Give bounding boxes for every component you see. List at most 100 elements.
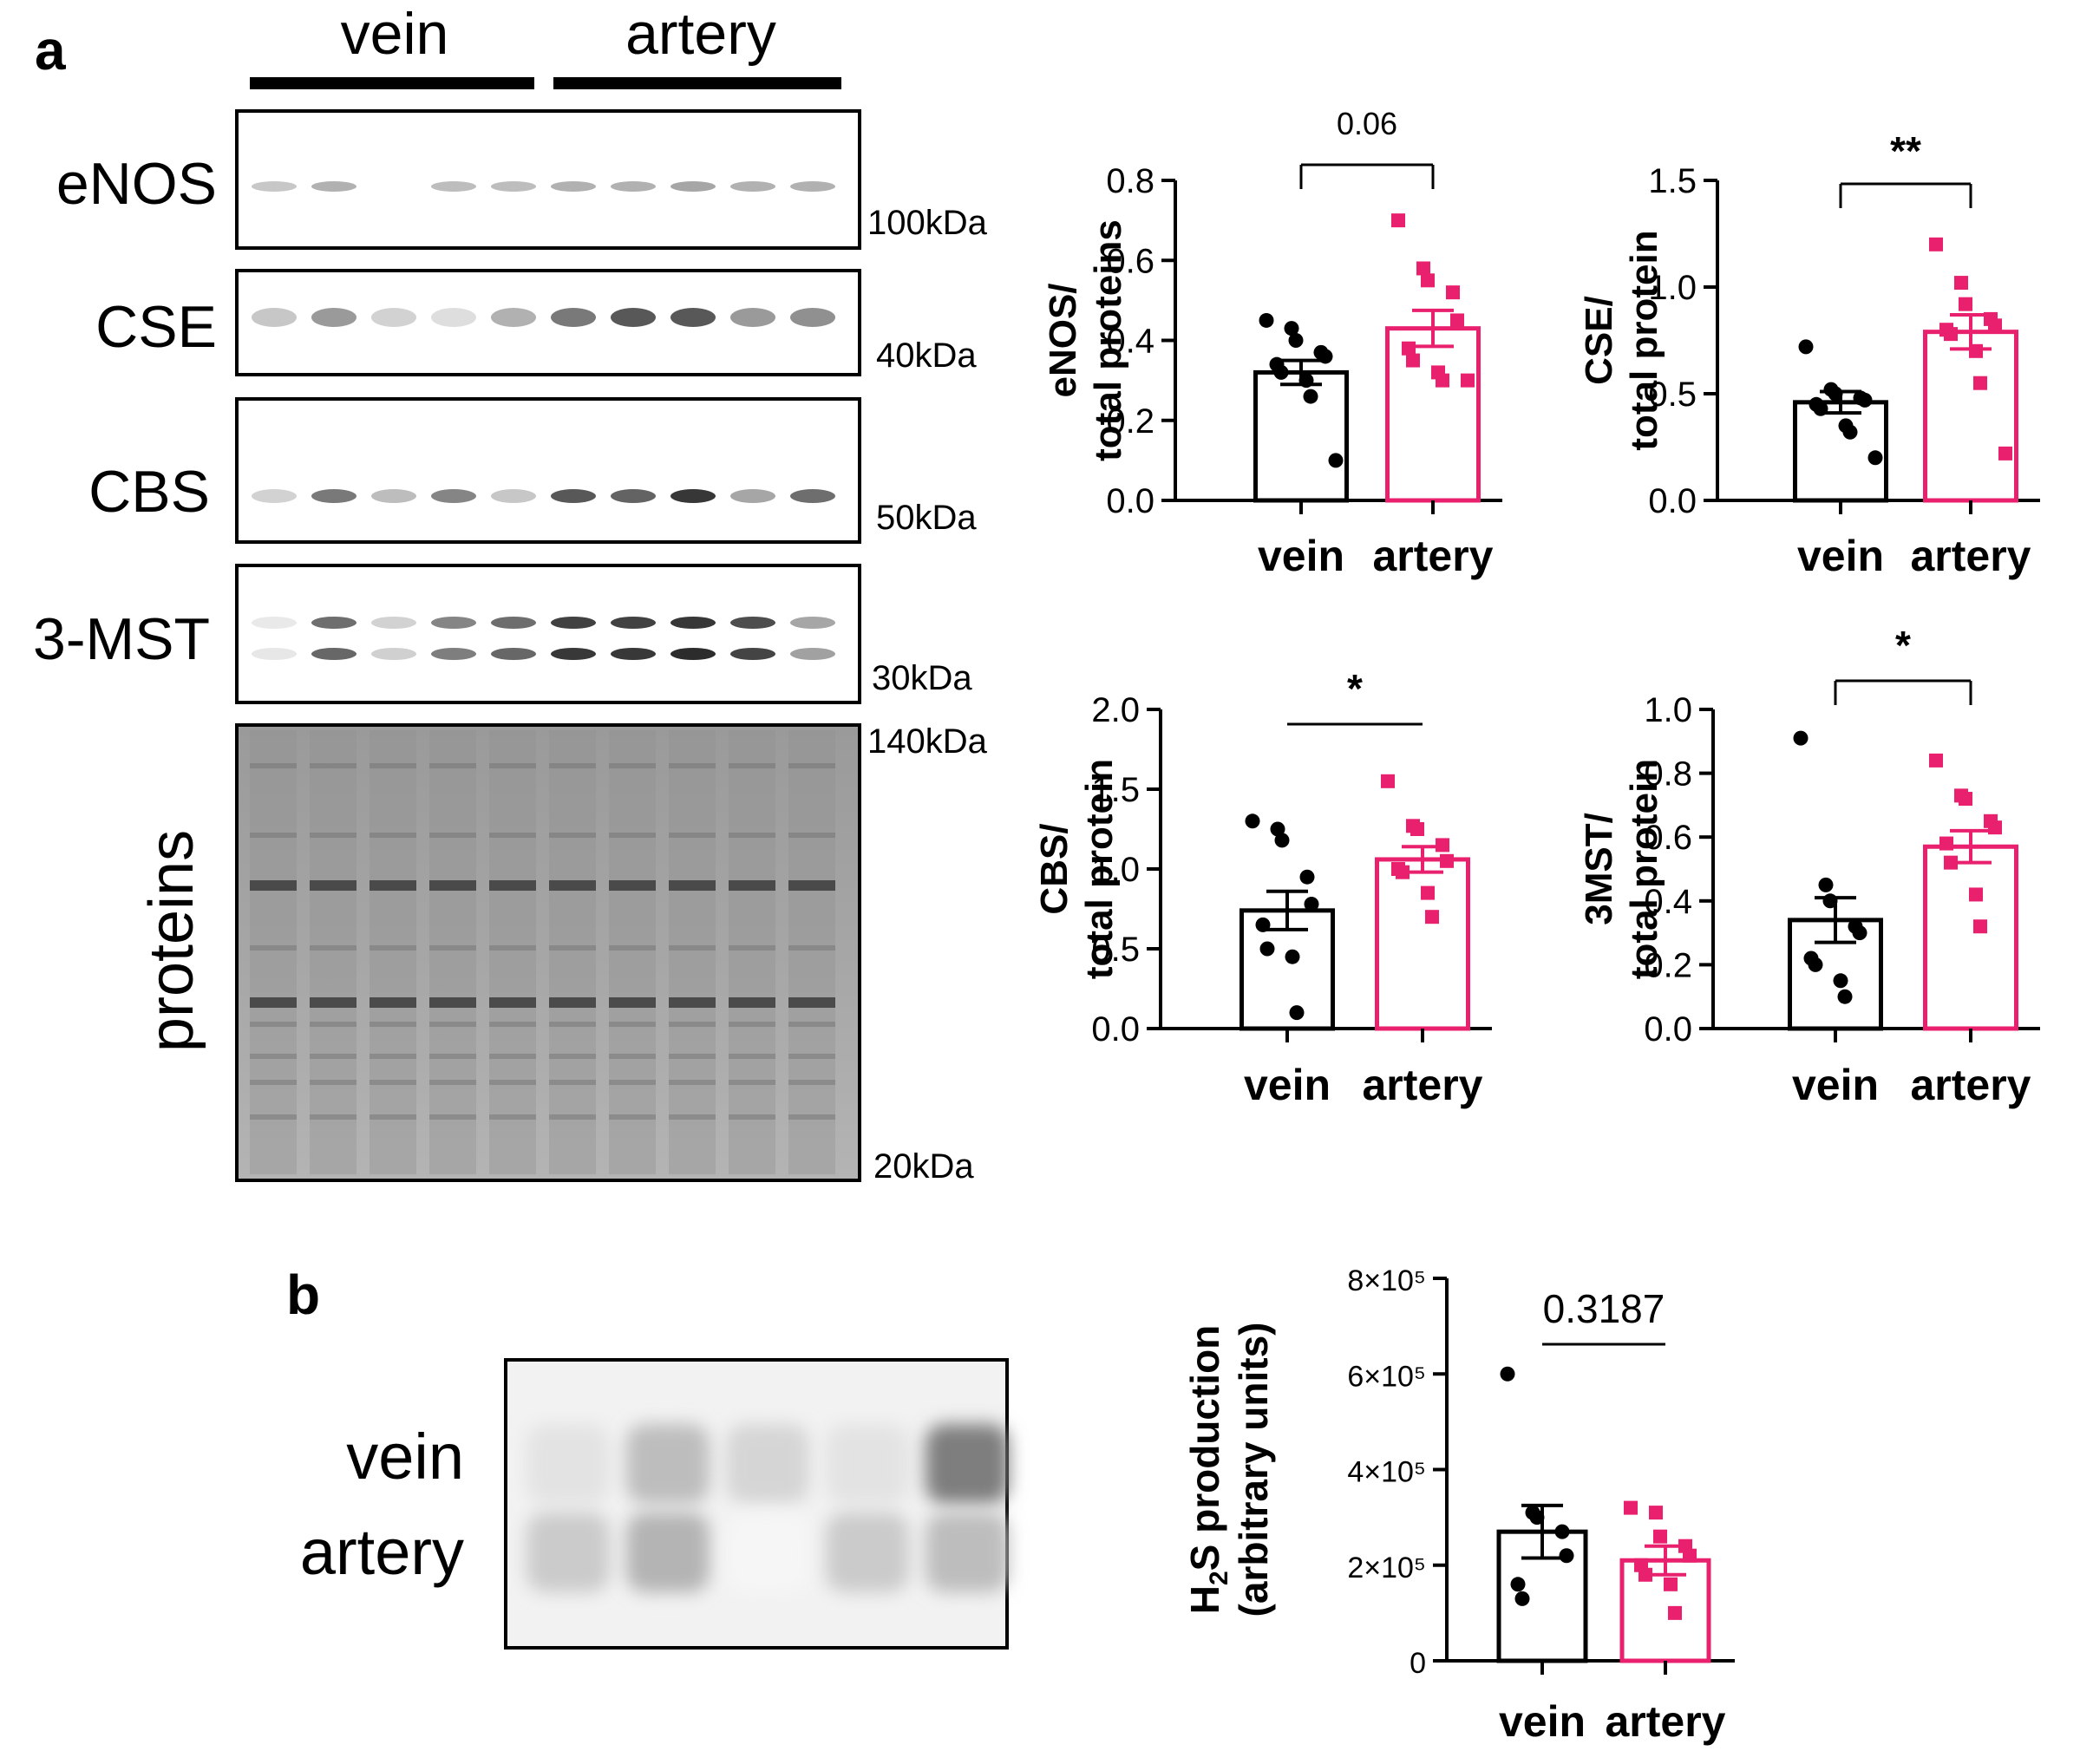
- data-point-artery: [1450, 313, 1464, 328]
- blot-band: [491, 489, 536, 503]
- gel-band: [250, 997, 297, 1008]
- data-point-artery: [1998, 446, 2012, 461]
- blot-band: [611, 308, 656, 327]
- gel-band: [370, 833, 416, 838]
- gel-lane: [250, 730, 297, 1174]
- dot-blot-spot: [527, 1424, 610, 1504]
- gel-band: [729, 833, 775, 838]
- data-point-artery: [1939, 836, 1953, 851]
- blot-band: [311, 648, 356, 660]
- y-tick-label: 0.4: [1644, 883, 1692, 921]
- y-tick-label: 0.8: [1106, 162, 1154, 200]
- gel-band: [669, 1080, 716, 1085]
- data-point-artery: [1668, 1605, 1682, 1620]
- gel-band: [609, 1054, 656, 1059]
- blot-band: [252, 648, 297, 660]
- blot-band: [551, 648, 596, 660]
- data-point-vein: [1510, 1577, 1526, 1592]
- x-tick-label: artery: [1606, 1697, 1726, 1746]
- data-point-artery: [1461, 373, 1475, 388]
- gel-band: [669, 997, 716, 1008]
- gel-band: [609, 880, 656, 891]
- gel-band: [609, 1080, 656, 1085]
- blot-a-rows: eNOS 100kDa CSE 40kDa CBS 50kDa 3-MST 30…: [33, 109, 988, 704]
- data-point-vein: [1289, 1005, 1305, 1021]
- blot-frame-cbs: [235, 397, 861, 544]
- blot-band: [431, 489, 476, 503]
- gel-band: [370, 1054, 416, 1059]
- dot-blot-spot: [926, 1424, 1009, 1504]
- blot-band: [431, 181, 476, 192]
- x-tick-label: vein: [1258, 532, 1344, 580]
- y-tick-label: 2×10⁵: [1347, 1552, 1426, 1584]
- data-point-artery: [1421, 273, 1435, 288]
- gel-band: [370, 997, 416, 1008]
- dot-blot-spot: [926, 1512, 1009, 1592]
- data-point-artery: [1406, 353, 1420, 368]
- gel-lane: [489, 730, 536, 1174]
- data-point-vein: [1818, 877, 1834, 892]
- significance-label: *: [1895, 623, 1911, 668]
- gel-band: [429, 763, 476, 768]
- gel-band: [310, 833, 356, 838]
- x-tick-label: vein: [1499, 1697, 1586, 1746]
- data-point-artery: [1425, 910, 1439, 924]
- gel-band: [549, 1080, 596, 1085]
- data-point-vein: [1554, 1524, 1570, 1539]
- gel-band: [549, 945, 596, 951]
- blot-band: [491, 308, 536, 327]
- dot-blot-spot: [726, 1424, 809, 1504]
- y-tick-label: 0: [1410, 1647, 1426, 1680]
- dot-blot-spot: [826, 1512, 909, 1592]
- blot-band: [611, 648, 656, 660]
- blot-label-enos: eNOS: [56, 151, 217, 217]
- gel-band: [669, 1114, 716, 1120]
- blot-row-enos: eNOS 100kDa: [56, 109, 988, 250]
- gel-band: [489, 1054, 536, 1059]
- data-point-artery: [1959, 792, 1972, 807]
- x-tick-label: artery: [1911, 532, 2031, 580]
- blot-b-label-artery: artery: [300, 1516, 464, 1588]
- blot-label-3mst: 3-MST: [33, 606, 210, 672]
- data-point-artery: [1436, 838, 1449, 853]
- blot-band: [790, 308, 835, 327]
- gel-band: [489, 833, 536, 838]
- y-tick-label: 0.0: [1091, 1010, 1140, 1049]
- blot-band: [790, 181, 835, 192]
- data-point-vein: [1500, 1366, 1515, 1382]
- blot-b-spots: [527, 1424, 1009, 1592]
- blot-band: [311, 489, 356, 503]
- blot-row-cse: CSE 40kDa: [95, 269, 977, 376]
- y-tick-label: 0.0: [1644, 1010, 1692, 1049]
- data-point-vein: [1273, 364, 1289, 380]
- data-point-artery: [1402, 341, 1416, 356]
- blot-band: [670, 489, 716, 503]
- blot-band: [730, 181, 775, 192]
- blot-band: [670, 648, 716, 660]
- dot-blot-spot: [726, 1512, 809, 1592]
- blot-row-3mst: 3-MST 30kDa: [33, 564, 972, 704]
- gel-band: [788, 763, 835, 768]
- gel-band: [669, 833, 716, 838]
- blot-band: [491, 617, 536, 629]
- blot-band: [670, 308, 716, 327]
- gel-band: [549, 1022, 596, 1027]
- group-label-vein: vein: [341, 1, 449, 67]
- blot-band: [431, 648, 476, 660]
- data-point-vein: [1285, 949, 1300, 964]
- protein-label: proteins: [137, 830, 206, 1052]
- gel-band: [310, 880, 356, 891]
- gel-band: [250, 1114, 297, 1120]
- data-point-vein: [1274, 833, 1290, 848]
- data-point-artery: [1421, 885, 1435, 900]
- blot-band: [670, 617, 716, 629]
- protein-gel: proteins 140kDa 20kDa: [137, 722, 988, 1186]
- gel-band: [609, 1114, 656, 1120]
- blot-band: [252, 617, 297, 629]
- blot-band: [311, 308, 356, 327]
- gel-band: [549, 833, 596, 838]
- data-point-vein: [1793, 730, 1809, 746]
- gel-band: [549, 997, 596, 1008]
- significance-label: *: [1347, 666, 1363, 711]
